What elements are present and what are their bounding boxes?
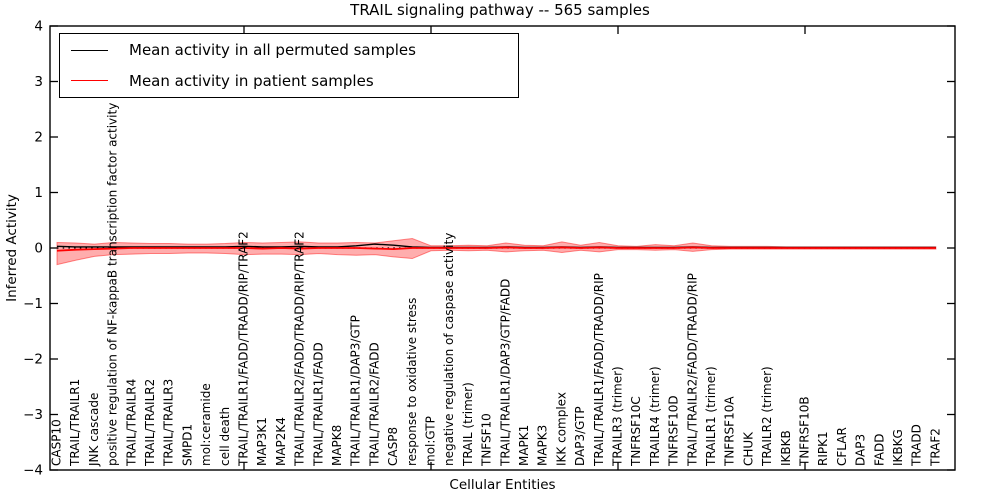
x-tick-label: TRAIL/TRAILR1 <box>68 379 82 467</box>
y-tick-label: 3 <box>34 74 43 90</box>
x-tick-label: TNFRSF10B <box>798 396 812 467</box>
x-tick-label: TRAIL/TRAILR1/DAP3/GTP <box>349 315 363 467</box>
x-tick-label: MAPK3 <box>536 425 550 466</box>
x-tick-label: TRAILR1 (trimer) <box>704 366 718 467</box>
y-tick-label: 0 <box>34 241 43 257</box>
y-tick-label: 4 <box>34 19 43 35</box>
x-tick-label: mol:GTP <box>424 416 438 466</box>
mean-line-patient <box>56 246 936 252</box>
x-axis-label: Cellular Entities <box>449 477 556 493</box>
x-tick-label: IKBKG <box>891 429 905 466</box>
x-tick-label: negative regulation of caspase activity <box>442 233 456 466</box>
x-tick-label: CASP10 <box>50 419 64 466</box>
x-tick-label: DAP3/GTP <box>573 406 587 466</box>
legend-label-permuted: Mean activity in all permuted samples <box>129 41 416 60</box>
x-tick-label: MAP3K1 <box>255 417 269 466</box>
x-tick-label: TRAIL/TRAILR1/FADD/TRADD/RIP/TRAF2 <box>237 231 251 467</box>
y-axis-label: Inferred Activity <box>4 194 20 302</box>
x-tick-label: TNFRSF10A <box>723 396 737 467</box>
x-tick-label: MAP2K4 <box>274 417 288 466</box>
x-tick-label: TRAIL/TRAILR1/FADD/TRADD/RIP <box>592 273 606 467</box>
x-tick-label: TRAIL/TRAILR2/FADD/TRADD/RIP <box>685 273 699 467</box>
x-tick-label: cell death <box>218 407 232 466</box>
x-tick-label: MAPK8 <box>330 425 344 466</box>
x-tick-label: FADD <box>872 434 886 467</box>
y-tick-label: 2 <box>34 130 43 146</box>
x-tick-label: TRAIL/TRAILR2 <box>143 379 157 467</box>
legend-entry-patient: Mean activity in patient samples <box>60 67 518 95</box>
x-tick-label: RIPK1 <box>816 431 830 466</box>
x-tick-label: TNFSF10 <box>480 413 494 467</box>
black-line-sample-icon <box>71 49 108 51</box>
x-tick-label: positive regulation of NF-kappaB transcr… <box>106 103 120 466</box>
x-tick-label: TRAF2 <box>928 428 942 467</box>
x-tick-label: TNFRSF10D <box>667 395 681 467</box>
legend: Mean activity in all permuted samples Me… <box>59 33 519 98</box>
red-line-sample-icon <box>71 80 108 82</box>
chart-title: TRAIL signaling pathway -- 565 samples <box>350 1 650 19</box>
x-tick-label: mol:ceramide <box>199 383 213 466</box>
x-tick-label: TNFRSF10C <box>629 396 643 467</box>
x-tick-label: CFLAR <box>835 427 849 466</box>
legend-entry-permuted: Mean activity in all permuted samples <box>60 36 518 64</box>
x-tick-label: JNK cascade <box>87 393 101 467</box>
y-tick-label: 1 <box>34 185 43 201</box>
x-tick-label: TRAIL/TRAILR3 <box>162 379 176 467</box>
x-tick-label: TRAIL (trimer) <box>461 382 475 467</box>
y-tick-label: −1 <box>23 296 43 312</box>
x-tick-label: TRAILR2 (trimer) <box>760 366 774 467</box>
x-tick-label: TRAIL/TRAILR2/FADD/TRADD/RIP/TRAF2 <box>293 231 307 467</box>
x-tick-label: MAPK1 <box>517 425 531 466</box>
x-tick-label: SMPD1 <box>180 424 194 466</box>
y-tick-label: −4 <box>23 463 43 479</box>
legend-label-patient: Mean activity in patient samples <box>129 71 374 90</box>
x-tick-label: response to oxidative stress <box>405 298 419 466</box>
x-tick-label: TRADD <box>910 424 924 467</box>
x-tick-label: CHUK <box>741 431 755 466</box>
x-tick-label: TRAIL/TRAILR1/DAP3/GTP/FADD <box>498 279 512 467</box>
x-tick-label: TRAIL/TRAILR1/FADD <box>311 342 325 467</box>
x-tick-label: IKK complex <box>554 392 568 466</box>
x-tick-label: IKBKB <box>779 430 793 466</box>
y-tick-label: −2 <box>23 352 43 368</box>
x-tick-label: CASP8 <box>386 427 400 466</box>
x-tick-label: DAP3 <box>854 434 868 466</box>
x-tick-label: TRAIL/TRAILR2/FADD <box>367 342 381 467</box>
x-tick-label: TRAILR3 (trimer) <box>611 366 625 467</box>
x-tick-label: TRAIL/TRAILR4 <box>124 379 138 467</box>
y-tick-label: −3 <box>23 407 43 423</box>
x-tick-label: TRAILR4 (trimer) <box>648 366 662 467</box>
confidence-band <box>56 238 937 266</box>
